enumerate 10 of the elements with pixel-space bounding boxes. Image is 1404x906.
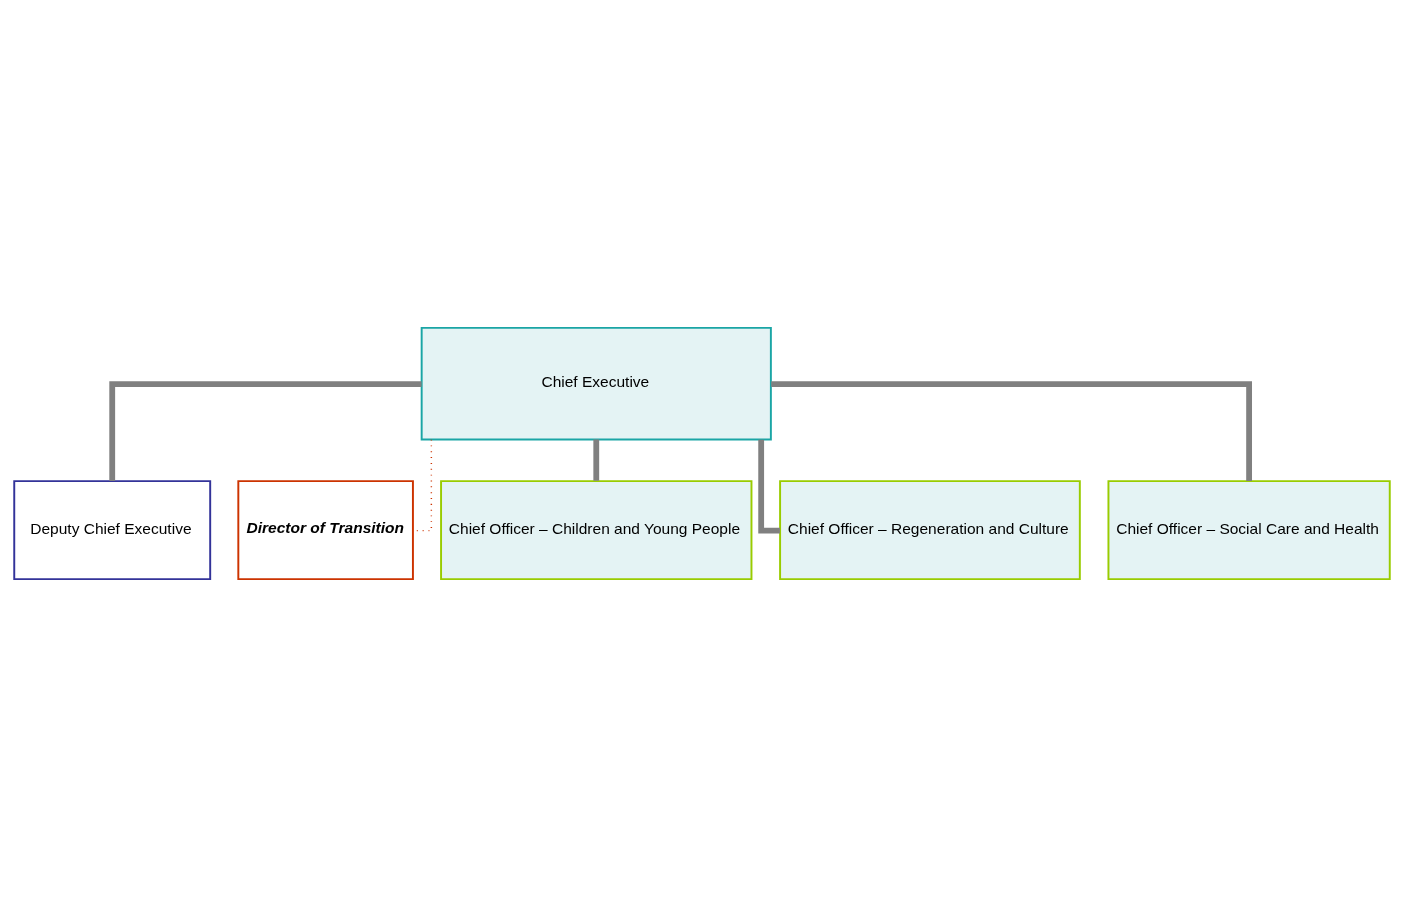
node-box: Chief Executive (420, 326, 772, 440)
connector (593, 438, 600, 481)
node-box: Chief Officer – Children and Young People (440, 479, 753, 580)
node-box: Director of Transition (237, 479, 414, 580)
connector (109, 380, 422, 481)
node-box: Chief Officer – Social Care and Health (1107, 479, 1391, 580)
node-box: Deputy Chief Executive (13, 479, 212, 580)
node-box: Chief Officer – Regeneration and Culture (779, 479, 1081, 580)
connector (758, 439, 780, 534)
connector (771, 380, 1252, 481)
